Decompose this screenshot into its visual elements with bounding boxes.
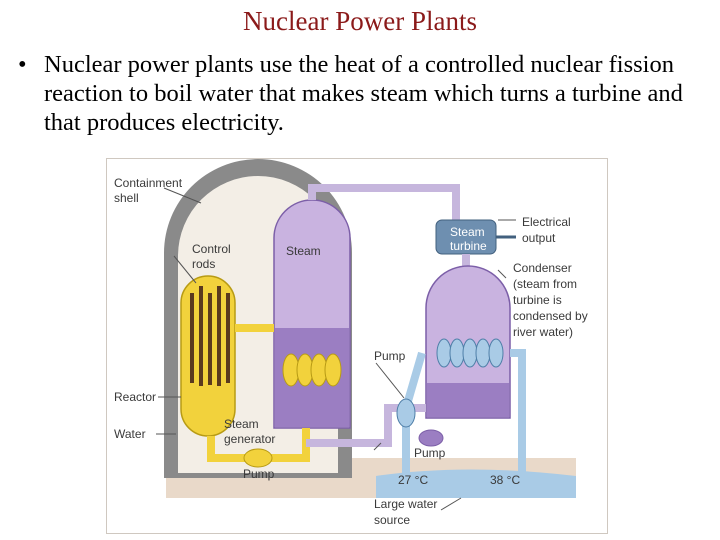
label-containment-1: Containment	[114, 176, 183, 190]
label-condenser-3: turbine is	[513, 293, 562, 307]
label-steam: Steam	[286, 244, 321, 258]
label-condenser-2: (steam from	[513, 277, 577, 291]
cooling-coils	[436, 338, 504, 368]
label-pump-right: Pump	[374, 349, 406, 363]
label-temp-cold: 27 °C	[398, 473, 428, 487]
water-source	[376, 469, 576, 498]
label-generator-2: generator	[224, 432, 275, 446]
bullet-text: Nuclear power plants use the heat of a c…	[44, 51, 683, 136]
label-turbine-1: Steam	[450, 225, 485, 239]
primary-pump	[243, 448, 273, 468]
label-generator-1: Steam	[224, 417, 259, 431]
label-containment-2: shell	[114, 191, 139, 205]
label-electrical-1: Electrical	[522, 215, 571, 229]
label-condenser-5: river water)	[513, 325, 573, 339]
label-condenser-4: condensed by	[513, 309, 588, 323]
diagram-svg: Containment shell Control rods Steam Ste…	[106, 158, 608, 534]
condensate-pump	[418, 429, 444, 447]
label-water: Water	[114, 427, 146, 441]
label-source-1: Large water	[374, 497, 437, 511]
label-reactor: Reactor	[114, 390, 156, 404]
condenser-water	[427, 383, 509, 417]
control-rods	[190, 286, 230, 386]
label-source-2: source	[374, 513, 410, 527]
label-electrical-2: output	[522, 231, 556, 245]
label-turbine-2: turbine	[450, 239, 487, 253]
slide-title: Nuclear Power Plants	[243, 6, 477, 36]
leader-lines	[156, 187, 516, 511]
cooling-pump	[396, 398, 416, 428]
label-control-1: Control	[192, 242, 231, 256]
heat-exchanger-coils	[282, 353, 342, 387]
label-pump-bottom: Pump	[243, 467, 275, 481]
label-control-2: rods	[192, 257, 215, 271]
cooling-outlet-pipe	[510, 349, 526, 493]
label-condenser-1: Condenser	[513, 261, 572, 275]
label-pump-lower: Pump	[414, 446, 446, 460]
steam-pipe	[308, 184, 460, 220]
label-temp-hot: 38 °C	[490, 473, 520, 487]
nuclear-plant-diagram: Containment shell Control rods Steam Ste…	[106, 158, 608, 534]
bullet-marker: •	[18, 51, 27, 78]
